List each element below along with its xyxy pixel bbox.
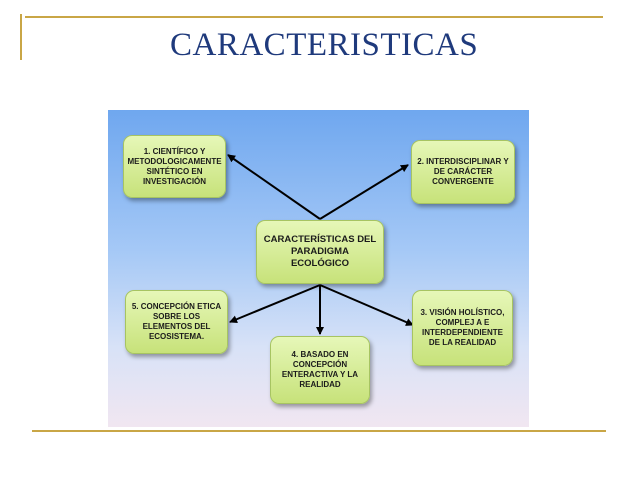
node-1-cientifico: 1. CIENTÍFICO Y METODOLOGICAMENTE SINTÉT… xyxy=(123,135,226,198)
frame-bottom-line xyxy=(32,430,606,432)
node-center-paradigma: CARACTERÍSTICAS DEL PARADIGMA ECOLÓGICO xyxy=(256,220,384,284)
diagram-panel: 1. CIENTÍFICO Y METODOLOGICAMENTE SINTÉT… xyxy=(108,110,529,427)
slide-title: CARACTERISTICAS xyxy=(170,27,479,63)
node-3-vision-holistica: 3. VISIÓN HOLÍSTICO, COMPLEJ A E INTERDE… xyxy=(412,290,513,366)
arrow-to-node-1 xyxy=(227,154,321,220)
node-4-concepcion-interactiva: 4. BASADO EN CONCEPCIÓN ENTERACTIVA Y LA… xyxy=(270,336,370,404)
frame-left-line xyxy=(20,14,22,60)
node-5-concepcion-etica: 5. CONCEPCIÓN ETICA SOBRE LOS ELEMENTOS … xyxy=(125,290,228,354)
node-2-interdisciplinar: 2. INTERDISCIPLINAR Y DE CARÁCTER CONVER… xyxy=(411,140,515,204)
arrow-to-node-2 xyxy=(319,164,409,220)
frame-top-line xyxy=(25,16,603,18)
arrow-to-node-5 xyxy=(229,284,321,324)
diagram-arrows xyxy=(227,154,414,335)
arrow-to-node-3 xyxy=(319,284,414,326)
